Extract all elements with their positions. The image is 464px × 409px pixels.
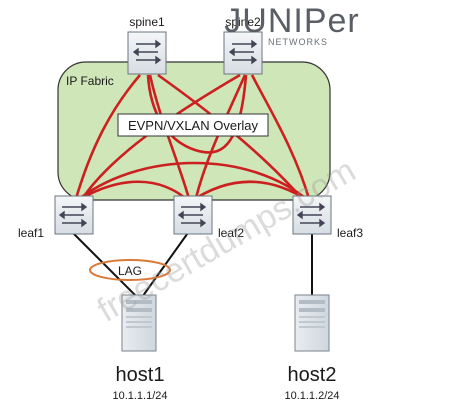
ip-fabric-label: IP Fabric <box>66 74 114 88</box>
leaf3-switch-icon <box>292 195 332 235</box>
leaf2-switch-icon <box>173 195 213 235</box>
overlay-label: EVPN/VXLAN Overlay <box>128 118 259 133</box>
host2-name: host2 <box>288 364 337 386</box>
host2-ip: 10.1.1.2/24 <box>284 390 339 402</box>
overlay-label-box <box>117 113 269 137</box>
spine1-switch-icon <box>127 31 167 75</box>
spine2-switch-icon <box>223 31 263 75</box>
lag-ellipse <box>89 259 171 281</box>
juniper-logo: JUNIPer <box>224 2 359 40</box>
juniper-networks-text: NETWORKS <box>268 37 328 47</box>
leaf2-label: leaf2 <box>218 226 244 240</box>
host1-name: host1 <box>116 364 165 386</box>
spine2-label: spine2 <box>225 15 261 29</box>
spine1-label: spine1 <box>129 15 165 29</box>
lag-label: LAG <box>118 264 142 278</box>
leaf1-switch-icon <box>54 195 94 235</box>
host1-ip: 10.1.1.1/24 <box>112 390 167 402</box>
host2-server-icon <box>294 294 330 352</box>
leaf3-label: leaf3 <box>337 226 363 240</box>
leaf1-label: leaf1 <box>18 226 44 240</box>
host1-server-icon <box>121 294 157 352</box>
